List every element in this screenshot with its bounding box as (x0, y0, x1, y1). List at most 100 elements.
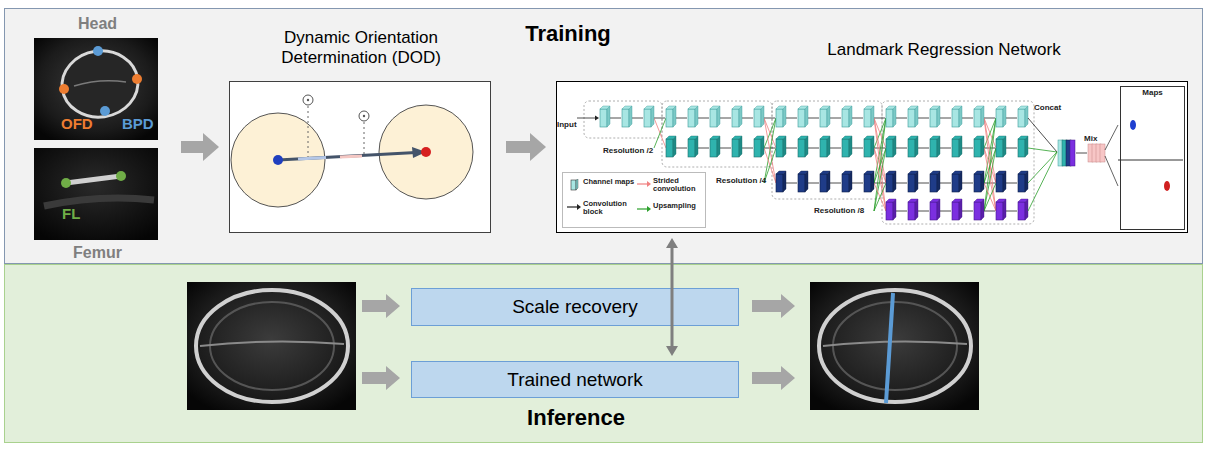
fusion-link (874, 118, 886, 183)
conv-block (974, 109, 981, 127)
conv-block (908, 171, 918, 174)
conv-block (915, 199, 918, 220)
conv-link (720, 148, 731, 149)
conv-link (896, 148, 907, 149)
conv-block (908, 199, 918, 202)
conv-block (651, 106, 654, 127)
fusion-link (874, 118, 886, 148)
image-title: Femur (34, 244, 161, 262)
conv-block (1003, 171, 1006, 192)
fusion-link (984, 118, 996, 148)
conv-link (786, 148, 797, 149)
measure-label: OFD (61, 115, 121, 132)
block-arrow (181, 141, 203, 153)
conv-link (1006, 148, 1017, 149)
conv-block (996, 199, 1006, 220)
box-heading: Dynamic Orientation Determination (DOD) (241, 28, 481, 67)
conv-block (761, 106, 764, 127)
femur-ultrasound (66, 176, 121, 183)
conv-link (808, 118, 819, 119)
conv-block (937, 136, 940, 157)
conv-block (864, 106, 874, 109)
conv-block (754, 109, 761, 127)
conv-link (918, 211, 929, 212)
conv-link (1006, 118, 1017, 119)
process-box: Dynamic Orientation Determination (DOD) (229, 81, 491, 233)
conv-block (996, 171, 1006, 192)
conv-block (607, 106, 610, 127)
dod-illustration (231, 95, 473, 207)
conv-block (886, 139, 893, 157)
conv-block (974, 106, 984, 109)
conv-block (732, 136, 742, 139)
fusion-link (984, 183, 996, 211)
network-label: Input (557, 121, 617, 130)
conv-block (864, 109, 871, 127)
conv-block (886, 136, 896, 139)
conv-block (974, 106, 984, 127)
conv-block (930, 106, 940, 109)
conv-block (930, 136, 940, 157)
legend-sample (637, 178, 652, 190)
conv-block (798, 174, 805, 192)
network-label: Mix (1084, 135, 1144, 144)
fusion-link (984, 118, 996, 148)
conv-block (776, 171, 786, 174)
conv-block (688, 139, 695, 157)
measure-label: FL (62, 205, 92, 222)
block-arrow (752, 294, 795, 318)
conv-link (984, 211, 995, 212)
conv-block (688, 106, 698, 127)
fusion-link (984, 118, 996, 183)
conv-block (776, 106, 786, 109)
conv-link (918, 148, 929, 149)
head-ultrasound (93, 46, 103, 56)
conv-block (754, 136, 764, 157)
conv-block (886, 136, 896, 157)
input-ultrasound (200, 341, 344, 346)
head-ultrasound (100, 106, 110, 116)
conv-block (849, 136, 852, 157)
conv-link (940, 211, 951, 212)
conv-link (830, 183, 841, 184)
conv-block (974, 139, 981, 157)
conv-block (864, 106, 874, 127)
conv-block (937, 199, 940, 220)
legend-text: Channel maps (583, 178, 635, 186)
fusion-link (984, 118, 996, 211)
conv-block (695, 136, 698, 157)
conv-block (996, 171, 1006, 174)
input-ultrasound (187, 282, 356, 410)
conv-link (786, 183, 797, 184)
dod-illustration (278, 153, 416, 161)
concat-block (1070, 140, 1075, 166)
conv-block (644, 109, 651, 127)
process-label: Trained network (412, 362, 738, 397)
process-box: Scale recovery (411, 288, 739, 326)
conv-block (1003, 136, 1006, 157)
conv-block (886, 202, 893, 220)
head-ultrasound (34, 38, 158, 140)
dod-illustration (231, 113, 325, 207)
conv-block (754, 106, 764, 127)
conv-link (940, 183, 951, 184)
conv-link (962, 148, 973, 149)
conv-block (673, 136, 676, 157)
conv-block (915, 136, 918, 157)
conv-block (644, 106, 654, 109)
legend-text: Convolution block (583, 200, 635, 217)
conv-block (842, 109, 849, 127)
conv-block (739, 106, 742, 127)
conv-block (886, 199, 896, 202)
dod-illustration (421, 147, 431, 157)
legend-item: Convolution block (567, 200, 637, 224)
conv-block (842, 174, 849, 192)
conv-block (952, 139, 959, 157)
conv-block (937, 171, 940, 192)
conv-link (676, 148, 687, 149)
conv-block (930, 171, 940, 192)
fusion-link (984, 148, 996, 211)
block-arrow (362, 366, 400, 390)
fusion-link (984, 118, 996, 211)
